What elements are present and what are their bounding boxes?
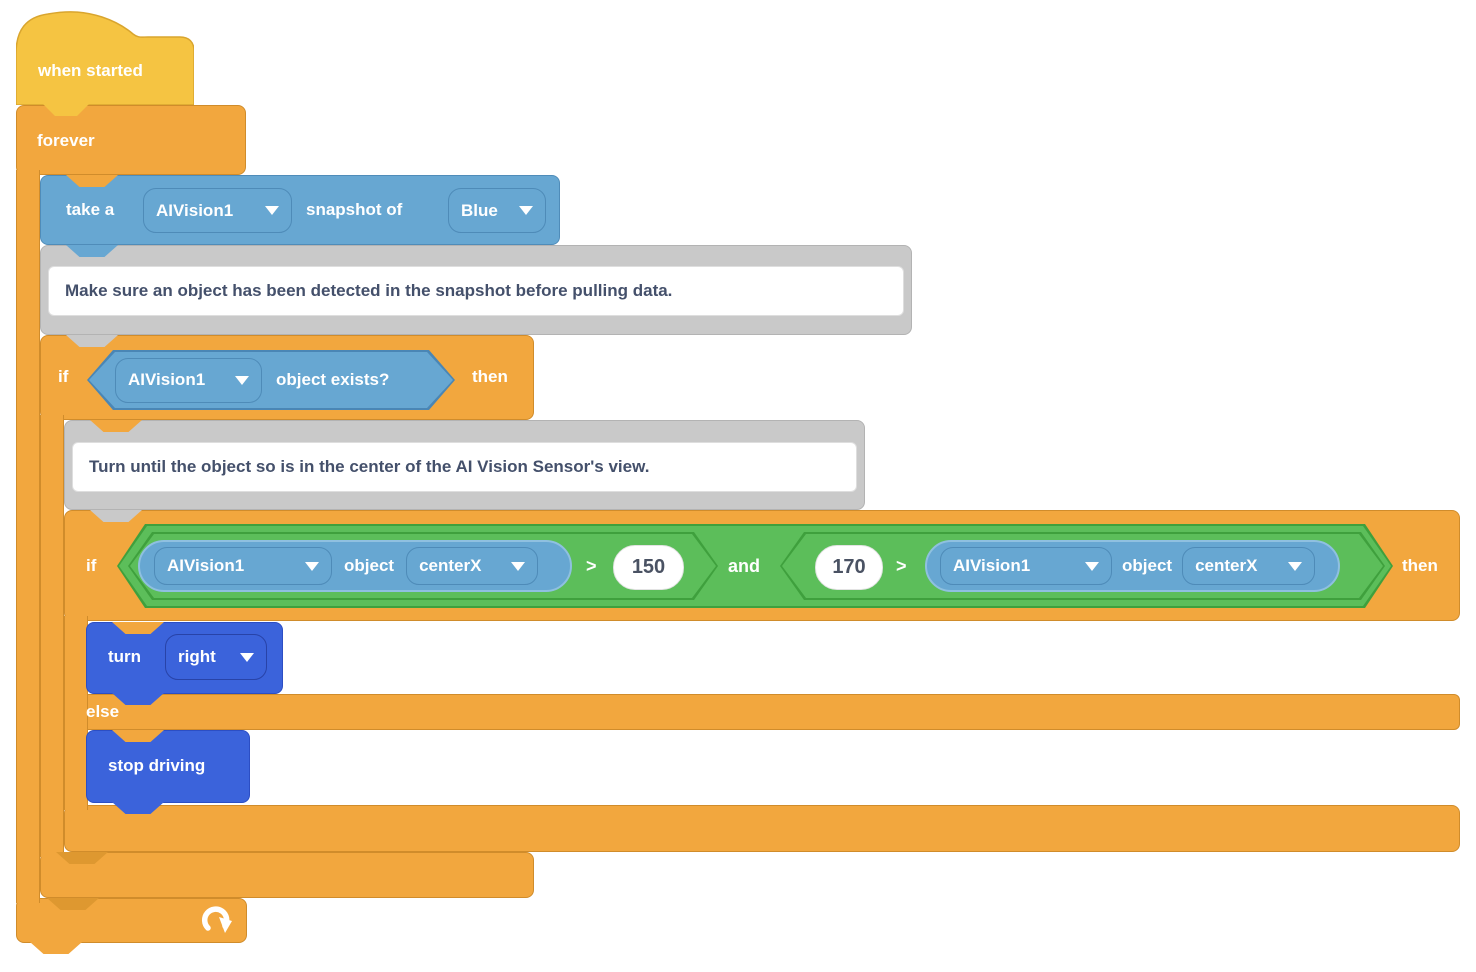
stop-driving-block[interactable] bbox=[86, 730, 250, 803]
chevron-down-icon bbox=[235, 376, 249, 385]
when-started-block[interactable] bbox=[16, 10, 194, 105]
color-dropdown-value: Blue bbox=[461, 200, 498, 220]
turn-bottom-tab bbox=[112, 693, 164, 705]
chevron-down-icon bbox=[240, 652, 254, 662]
direction-dropdown[interactable]: right bbox=[165, 634, 267, 680]
stop-driving-label: stop driving bbox=[108, 756, 206, 775]
chevron-down-icon bbox=[511, 561, 526, 571]
object-centerx-reporter[interactable]: AIVision1 object centerX bbox=[138, 540, 572, 592]
forever-label: forever bbox=[37, 131, 95, 150]
device-dropdown-value: AIVision1 bbox=[167, 556, 245, 575]
take-snapshot-middle: snapshot of bbox=[306, 200, 403, 219]
chevron-down-icon bbox=[265, 206, 279, 215]
comment-1-text: Make sure an object has been detected in… bbox=[65, 281, 673, 300]
forever-block-wall bbox=[16, 170, 40, 903]
stop-bottom-tab bbox=[112, 802, 164, 814]
value-input[interactable]: 150 bbox=[613, 545, 684, 590]
if-center-wall bbox=[64, 616, 88, 810]
take-snapshot-block[interactable] bbox=[40, 175, 560, 245]
property-dropdown[interactable]: centerX bbox=[1182, 547, 1316, 585]
take-snapshot-prefix: take a bbox=[66, 200, 115, 219]
if-exists-if-label: if bbox=[58, 367, 69, 386]
if-center-then-label: then bbox=[1402, 556, 1438, 575]
notch-hint-forever-foot bbox=[47, 898, 99, 910]
direction-dropdown-value: right bbox=[178, 647, 216, 666]
object-label: object bbox=[344, 556, 395, 575]
when-started-label: when started bbox=[38, 61, 143, 80]
property-dropdown-value: centerX bbox=[1195, 556, 1258, 575]
chevron-down-icon bbox=[1288, 561, 1303, 571]
property-dropdown[interactable]: centerX bbox=[406, 547, 539, 585]
notch-hint-inner-foot bbox=[56, 852, 108, 864]
else-label: else bbox=[86, 702, 120, 721]
turn-label: turn bbox=[108, 647, 142, 666]
chevron-down-icon bbox=[305, 561, 319, 571]
comment-2-input[interactable]: Turn until the object so is in the cente… bbox=[72, 442, 857, 492]
notch-else-to-stop bbox=[112, 730, 164, 742]
if-center-else-bar bbox=[64, 694, 1460, 730]
chevron-down-icon bbox=[519, 206, 533, 215]
comment-1-input[interactable]: Make sure an object has been detected in… bbox=[48, 266, 904, 316]
property-dropdown-value: centerX bbox=[419, 556, 482, 575]
value-text: 170 bbox=[832, 556, 866, 578]
forever-block-foot bbox=[16, 898, 247, 943]
object-label: object bbox=[1122, 556, 1173, 575]
device-dropdown-value: AIVision1 bbox=[953, 556, 1031, 575]
and-label: and bbox=[728, 556, 761, 576]
when-started-bottom-tab bbox=[43, 104, 89, 116]
object-exists-label: object exists? bbox=[276, 370, 390, 389]
object-exists-condition[interactable]: AIVision1 object exists? bbox=[87, 350, 455, 410]
chevron-down-icon bbox=[1085, 561, 1099, 571]
greater-than-operator: > bbox=[586, 556, 597, 576]
device-dropdown[interactable]: AIVision1 bbox=[143, 188, 292, 233]
notch-if-to-comment2 bbox=[90, 420, 142, 432]
value-text: 150 bbox=[631, 556, 666, 578]
device-dropdown[interactable]: AIVision1 bbox=[940, 547, 1112, 585]
if-center-foot bbox=[64, 805, 1460, 852]
device-dropdown-value: AIVision1 bbox=[156, 200, 234, 220]
if-exists-then-label: then bbox=[472, 367, 508, 386]
device-dropdown[interactable]: AIVision1 bbox=[115, 358, 262, 403]
if-exists-wall bbox=[40, 415, 64, 857]
if-center-if-label: if bbox=[86, 556, 97, 575]
notch-snapshot-to-comment1 bbox=[66, 245, 118, 257]
comment-2-text: Turn until the object so is in the cente… bbox=[89, 457, 650, 476]
notch-forever-to-snapshot bbox=[66, 175, 118, 187]
notch-if-to-turn bbox=[112, 622, 164, 634]
greater-than-operator: > bbox=[896, 556, 907, 576]
object-centerx-reporter[interactable]: AIVision1 object centerX bbox=[925, 540, 1340, 592]
device-dropdown[interactable]: AIVision1 bbox=[154, 547, 332, 585]
device-dropdown-value: AIVision1 bbox=[128, 370, 206, 389]
forever-block[interactable] bbox=[16, 105, 246, 175]
color-dropdown[interactable]: Blue bbox=[448, 188, 546, 233]
value-input[interactable]: 170 bbox=[815, 545, 883, 590]
notch-comment1-to-if bbox=[66, 335, 118, 347]
loop-arrow-icon bbox=[201, 906, 232, 933]
forever-block-bottom-tab bbox=[30, 942, 82, 954]
notch-comment2-to-if bbox=[90, 510, 142, 522]
if-exists-foot bbox=[40, 852, 534, 898]
